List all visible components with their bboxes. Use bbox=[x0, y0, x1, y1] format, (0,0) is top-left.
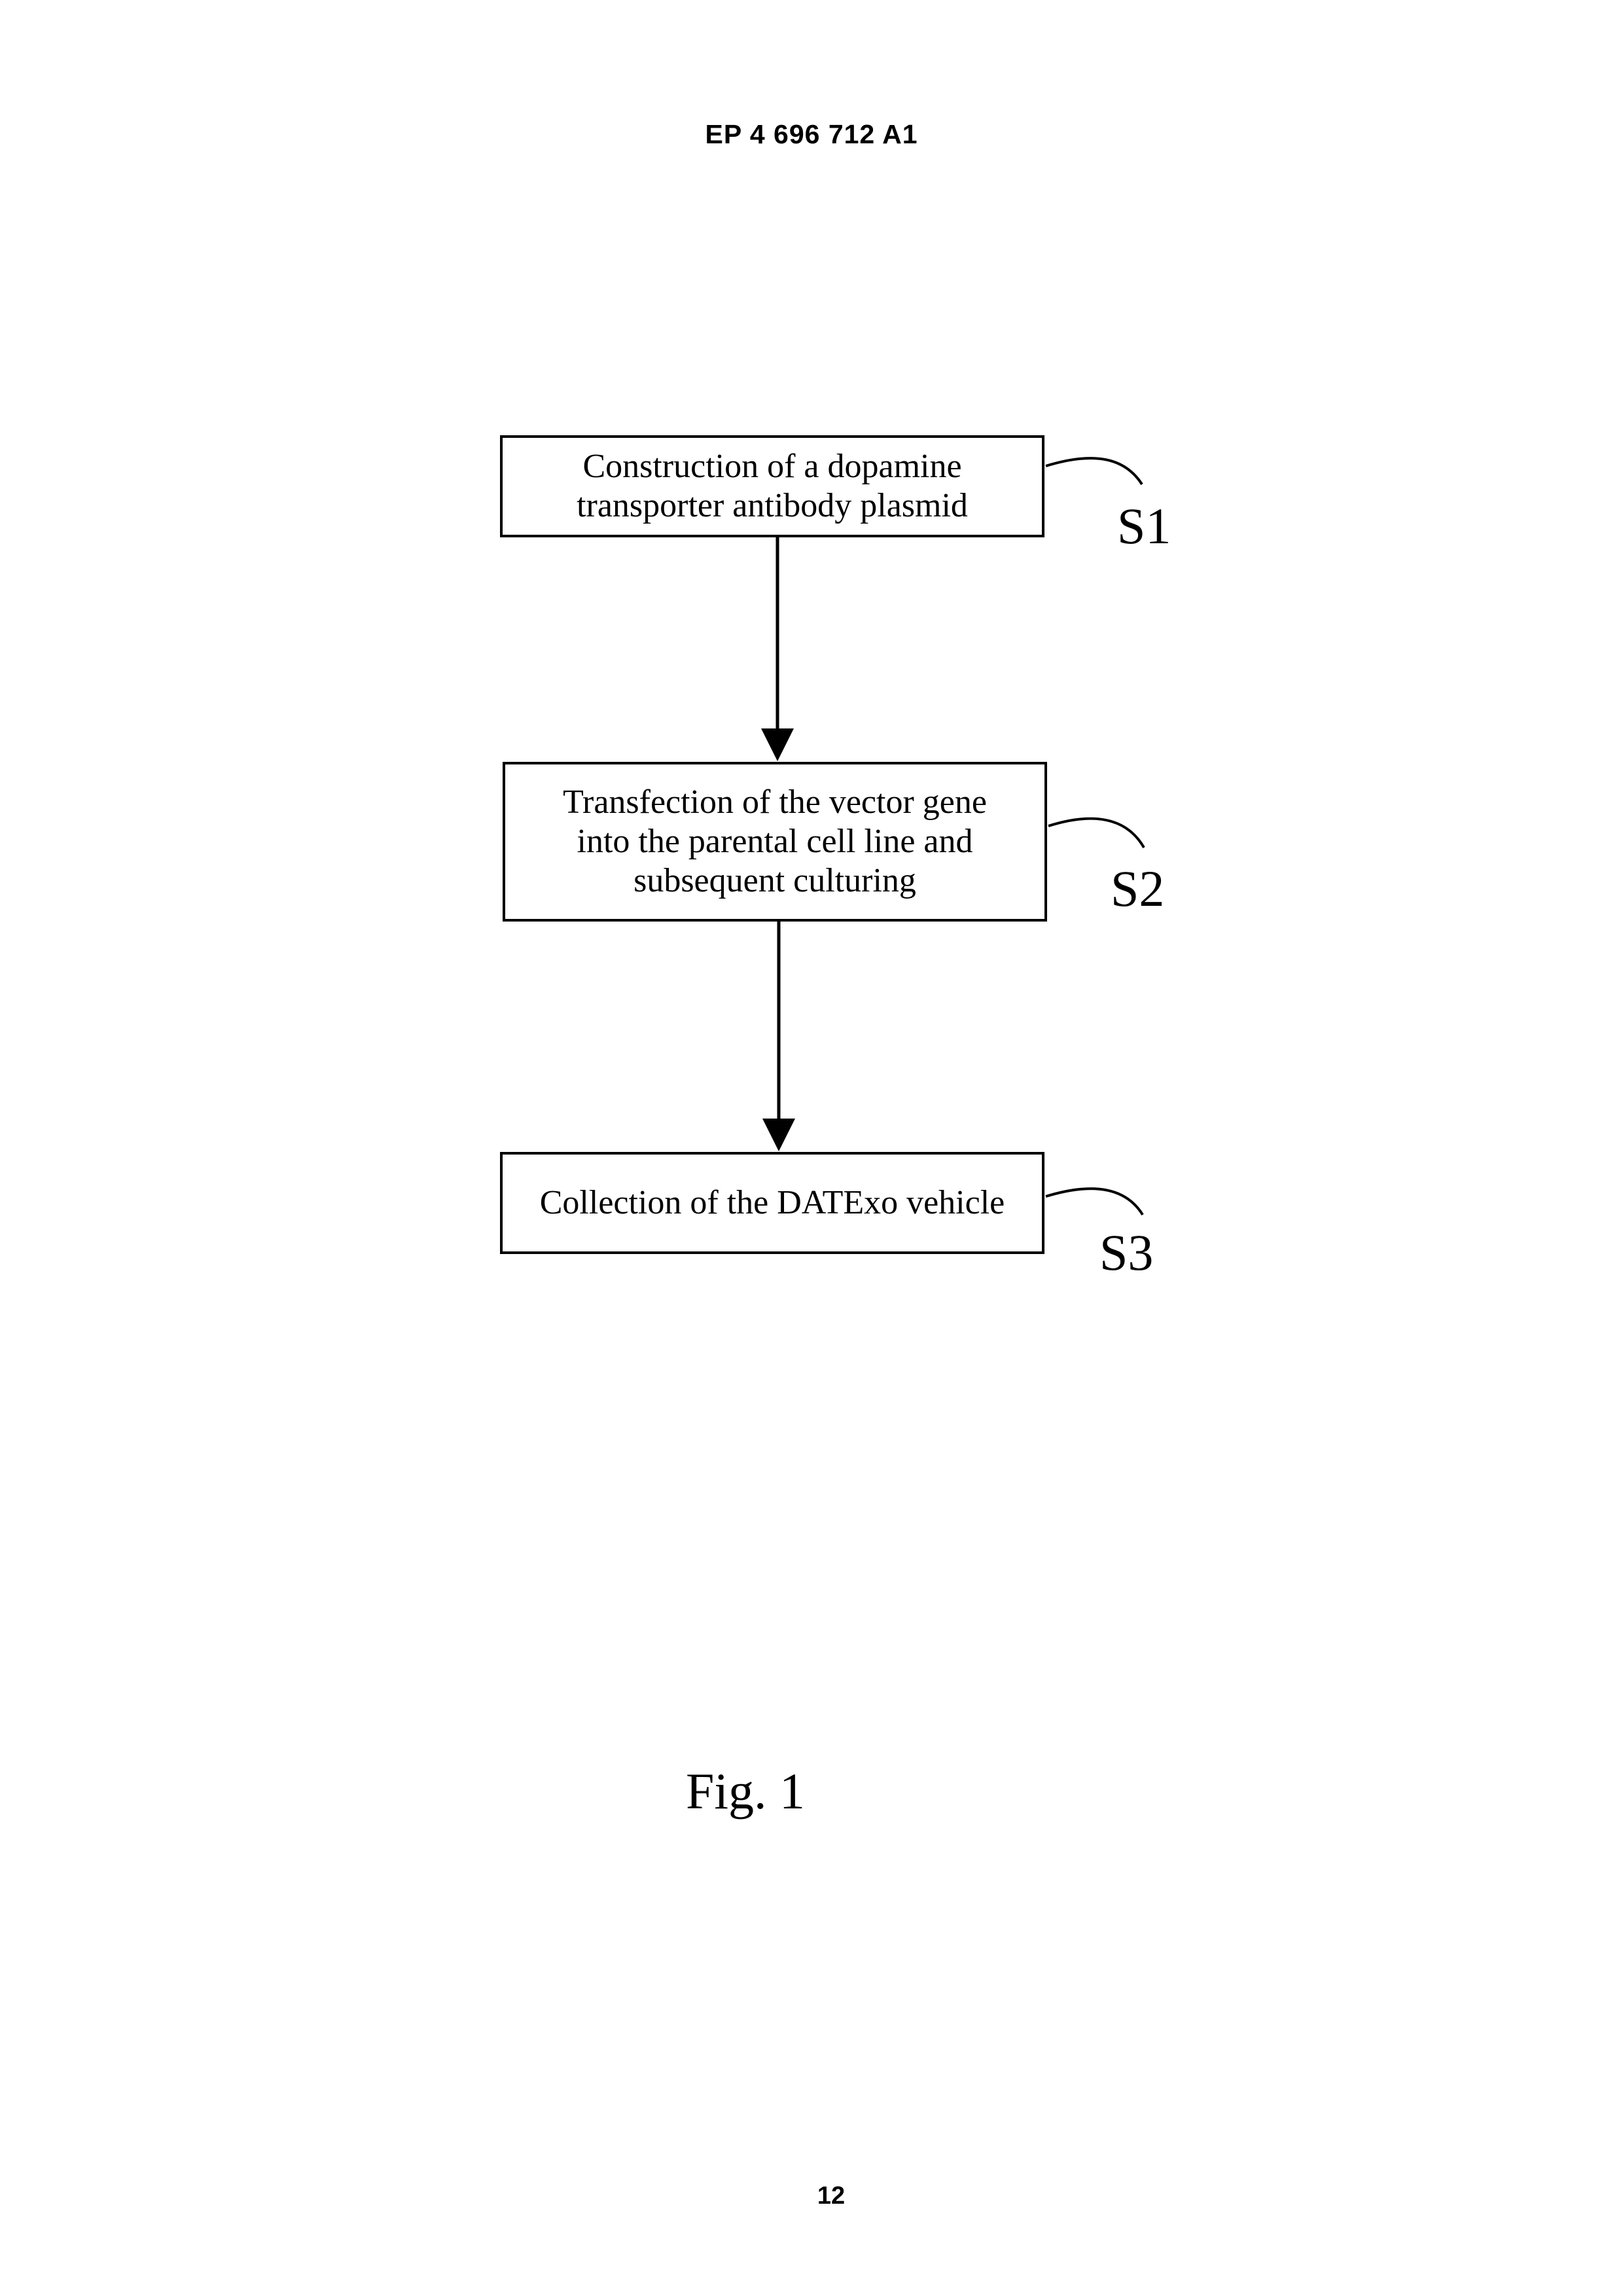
page-number: 12 bbox=[0, 2182, 1623, 2210]
step-text-line: Collection of the DATExo vehicle bbox=[540, 1183, 1005, 1223]
step-label-s1: S1 bbox=[1117, 500, 1171, 552]
step-text-line: Transfection of the vector gene bbox=[563, 783, 987, 822]
leader-line-s2 bbox=[1048, 819, 1144, 848]
step-text-line: transporter antibody plasmid bbox=[577, 486, 968, 526]
step-box-s1: Construction of a dopamine transporter a… bbox=[500, 435, 1044, 537]
figure-caption: Fig. 1 bbox=[686, 1762, 805, 1821]
step-text-line: into the parental cell line and bbox=[577, 822, 973, 861]
leader-line-s1 bbox=[1046, 458, 1142, 484]
leader-line-s3 bbox=[1046, 1189, 1143, 1215]
step-box-s2: Transfection of the vector gene into the… bbox=[503, 762, 1047, 922]
step-text-line: Construction of a dopamine bbox=[582, 447, 961, 486]
step-label-s3: S3 bbox=[1099, 1227, 1153, 1279]
step-label-s2: S2 bbox=[1111, 863, 1164, 915]
step-text-line: subsequent culturing bbox=[633, 861, 916, 901]
step-box-s3: Collection of the DATExo vehicle bbox=[500, 1152, 1044, 1254]
